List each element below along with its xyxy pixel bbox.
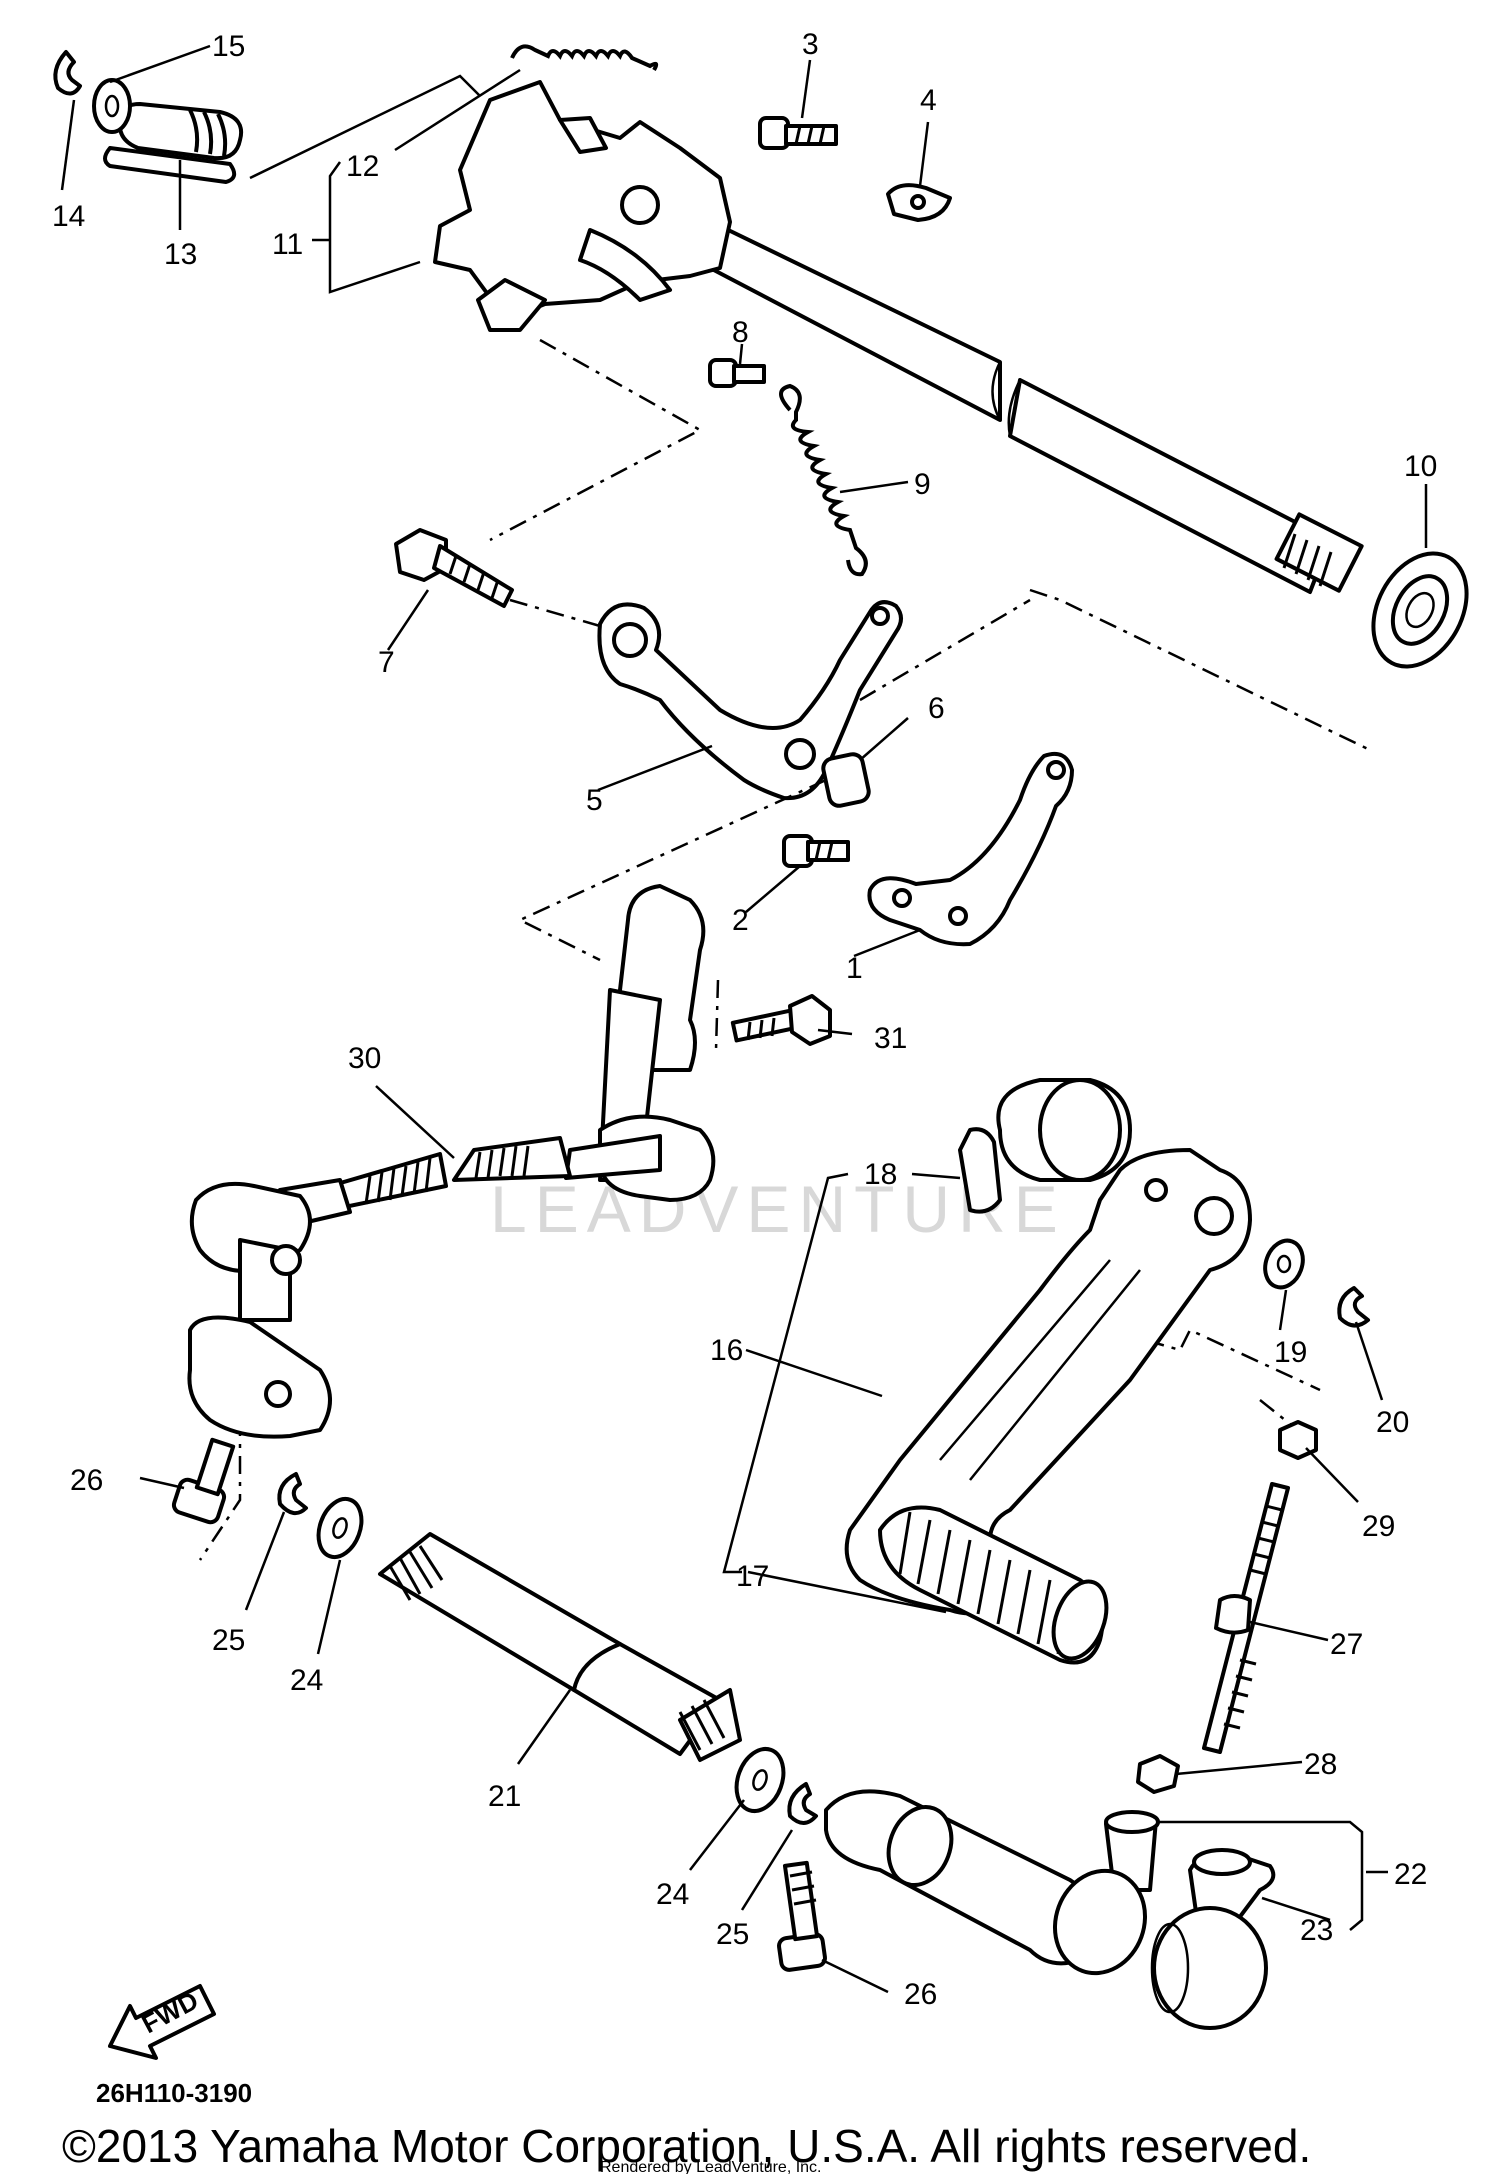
callout-4: 4 <box>920 84 937 117</box>
spring-12 <box>510 44 659 72</box>
callout-20: 20 <box>1376 1406 1409 1439</box>
shaft-21 <box>378 1532 742 1762</box>
callout-29: 29 <box>1362 1510 1395 1543</box>
callout-6: 6 <box>928 692 945 725</box>
callout-19: 19 <box>1274 1336 1307 1369</box>
shift-arm-5 <box>597 600 903 801</box>
leader-lines <box>60 44 1428 1994</box>
shift-rod-30 <box>187 884 716 1439</box>
shift-shaft-assembly <box>53 44 1469 947</box>
shift-shaft-lower <box>1008 378 1332 594</box>
adjust-rod-27 <box>1202 1482 1290 1754</box>
callout-31: 31 <box>874 1022 907 1055</box>
nut-28 <box>1136 1754 1180 1794</box>
render-credit: Rendered by LeadVenture, Inc. <box>600 2159 822 2174</box>
clip-25a <box>277 1472 308 1516</box>
callout-28: 28 <box>1304 1748 1337 1781</box>
callout-3: 3 <box>802 28 819 61</box>
clip-25b <box>787 1782 818 1825</box>
copyright-notice: ©2013 Yamaha Motor Corporation, U.S.A. A… <box>62 2120 1311 2172</box>
callout-10: 10 <box>1404 450 1437 483</box>
callout-18: 18 <box>864 1158 897 1191</box>
callout-24b: 24 <box>656 1878 689 1911</box>
plate-1 <box>867 751 1074 947</box>
callout-11: 11 <box>272 228 303 261</box>
callout-25b: 25 <box>716 1918 749 1951</box>
screw-2 <box>782 834 850 868</box>
shift-pedal-16 <box>844 1078 1252 1616</box>
callout-13: 13 <box>164 238 197 271</box>
callout-17: 17 <box>736 1560 769 1593</box>
forward-arrow-icon: FWD <box>108 1984 216 2060</box>
shift-lever-22 <box>824 1789 1160 1976</box>
callout-labels: 1 2 3 4 5 6 7 8 9 10 11 12 13 14 15 16 1… <box>52 28 1437 2011</box>
pedal-rubber-17 <box>878 1505 1109 1665</box>
washer-15 <box>92 78 132 134</box>
callout-25a: 25 <box>212 1624 245 1657</box>
bolt-26b <box>777 1860 827 1972</box>
bolt-3 <box>758 116 838 150</box>
spring-9 <box>779 383 868 577</box>
watermark-text: LEADVENTURE <box>490 1172 1066 1246</box>
clip-14 <box>53 50 82 96</box>
collar-6 <box>821 752 871 808</box>
callout-23: 23 <box>1300 1914 1333 1947</box>
callout-2: 2 <box>732 904 749 937</box>
washer-24a <box>316 1496 364 1560</box>
bolt-7 <box>394 528 514 608</box>
callout-24a: 24 <box>290 1664 323 1697</box>
callout-12: 12 <box>346 150 379 183</box>
callout-22: 22 <box>1394 1858 1427 1891</box>
bolt-26a <box>171 1437 236 1525</box>
callout-30: 30 <box>348 1042 381 1075</box>
callout-1: 1 <box>846 952 863 985</box>
shaft-spline <box>1274 512 1364 593</box>
screw-8 <box>708 358 766 388</box>
callout-26b: 26 <box>904 1978 937 2011</box>
shift-linkage-assembly <box>171 884 1370 2030</box>
ball-joint-23 <box>1150 1848 1276 2030</box>
callout-7: 7 <box>378 646 395 679</box>
clip-20 <box>1337 1286 1370 1328</box>
callout-5: 5 <box>586 784 603 817</box>
callout-15: 15 <box>212 30 245 63</box>
washer-19 <box>1263 1238 1305 1290</box>
callout-27: 27 <box>1330 1628 1363 1661</box>
callout-9: 9 <box>914 468 931 501</box>
bolt-31 <box>730 994 832 1046</box>
shift-shaft <box>708 224 1002 422</box>
bearing-10 <box>1371 551 1469 669</box>
callout-14: 14 <box>52 200 85 233</box>
callout-16: 16 <box>710 1334 743 1367</box>
callout-8: 8 <box>732 316 749 349</box>
pin-18 <box>958 1127 1002 1214</box>
callout-26a: 26 <box>70 1464 103 1497</box>
callout-21: 21 <box>488 1780 521 1813</box>
diagram-code: 26H110-3190 <box>96 2078 252 2108</box>
washer-24b <box>734 1747 786 1813</box>
